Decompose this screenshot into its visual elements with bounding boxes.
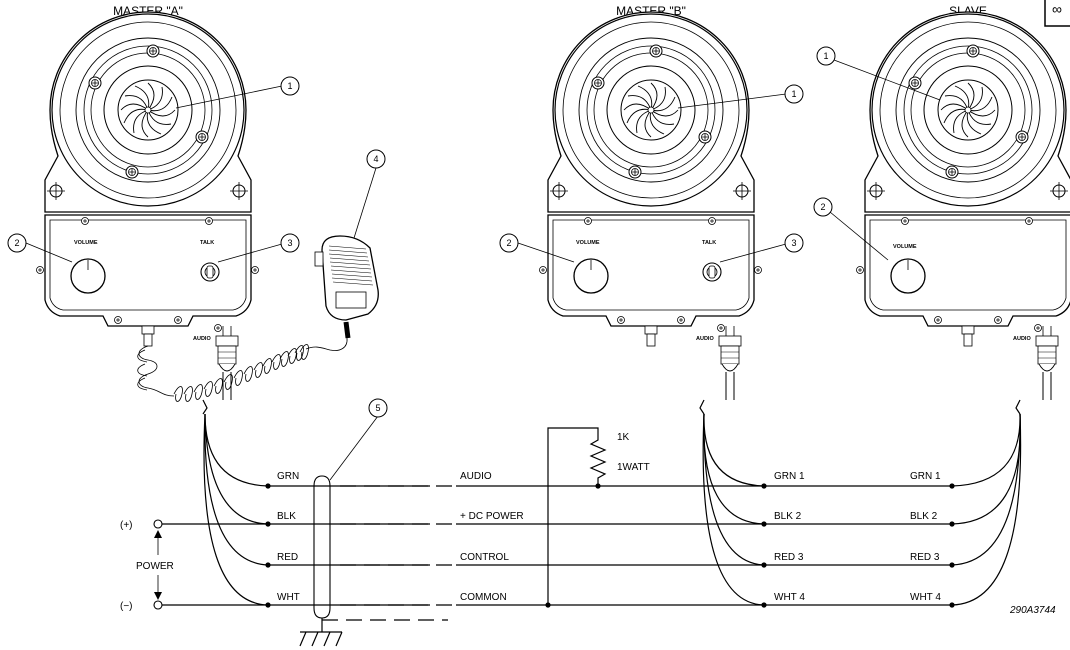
slave-wires: [949, 399, 1022, 608]
signal-audio: AUDIO: [460, 471, 492, 482]
power-label: POWER: [136, 561, 174, 572]
corner-box: [1044, 0, 1070, 27]
audio-label: AUDIO: [193, 336, 211, 342]
callout-1: 1: [784, 84, 804, 104]
signal-dc-power: + DC POWER: [460, 511, 524, 522]
slave-station: VOLUME AUDIO: [857, 12, 1070, 400]
signal-control: CONTROL: [460, 552, 509, 563]
volume-label: VOLUME: [576, 240, 600, 246]
callout-2: 2: [7, 233, 27, 253]
svg-text:2: 2: [820, 202, 825, 212]
master-b-station: VOLUME TALK AUDIO: [540, 12, 762, 400]
slave-label-red-3: RED 3: [910, 552, 940, 563]
svg-text:3: 3: [791, 238, 796, 248]
cable-shield: [313, 475, 448, 632]
talk-label: TALK: [702, 240, 716, 246]
callout-1: 1: [280, 76, 300, 96]
svg-text:2: 2: [14, 238, 19, 248]
power-input: [153, 519, 163, 610]
svg-text:2: 2: [506, 238, 511, 248]
wire-label-red-3: RED 3: [774, 552, 804, 563]
slave-label-grn-1: GRN 1: [910, 471, 941, 482]
resistor-rating: 1WATT: [617, 462, 650, 473]
callout-4: 4: [366, 149, 386, 169]
leaders: [25, 59, 941, 481]
resistor-value: 1K: [617, 432, 630, 443]
wire-label-blk: BLK: [277, 511, 296, 522]
svg-text:1: 1: [287, 81, 292, 91]
ground-symbol-icon: [299, 631, 343, 647]
signal-common: COMMON: [460, 592, 507, 603]
wire-label-red: RED: [277, 552, 298, 563]
svg-text:3: 3: [287, 238, 292, 248]
callout-2: 2: [813, 197, 833, 217]
svg-text:4: 4: [373, 154, 378, 164]
resistor: [545, 427, 607, 608]
wire-label-grn: GRN: [277, 471, 299, 482]
slave-label-wht-4: WHT 4: [910, 592, 941, 603]
audio-label: AUDIO: [1013, 336, 1031, 342]
volume-label: VOLUME: [74, 240, 98, 246]
wire-label-grn-1: GRN 1: [774, 471, 805, 482]
coiled-cord: [137, 344, 309, 402]
wire-breaks: [340, 485, 456, 606]
bus-lines: [456, 485, 952, 606]
drawing-number: 290A3744: [1009, 605, 1056, 616]
wire-label-wht: WHT: [277, 592, 300, 603]
power-plus-label: (+): [120, 520, 133, 531]
master-a-station: VOLUME TALK AUDIO: [37, 12, 259, 400]
master-b-wires: [699, 399, 767, 608]
power-minus-label: (−): [120, 601, 133, 612]
callout-1: 1: [816, 46, 836, 66]
wire-label-wht-4: WHT 4: [774, 592, 805, 603]
audio-label: AUDIO: [696, 336, 714, 342]
svg-text:1: 1: [823, 51, 828, 61]
talk-label: TALK: [200, 240, 214, 246]
callout-2: 2: [499, 233, 519, 253]
callout-5: 5: [368, 398, 388, 418]
slave-label-blk-2: BLK 2: [910, 511, 938, 522]
corner-symbol-icon: ∞: [1052, 1, 1062, 17]
callout-3: 3: [280, 233, 300, 253]
volume-label: VOLUME: [893, 244, 917, 250]
master-a-wires: [162, 399, 430, 608]
microphone: [305, 235, 379, 351]
svg-text:1: 1: [791, 89, 796, 99]
svg-text:5: 5: [375, 403, 380, 413]
callout-3: 3: [784, 233, 804, 253]
wire-label-blk-2: BLK 2: [774, 511, 802, 522]
